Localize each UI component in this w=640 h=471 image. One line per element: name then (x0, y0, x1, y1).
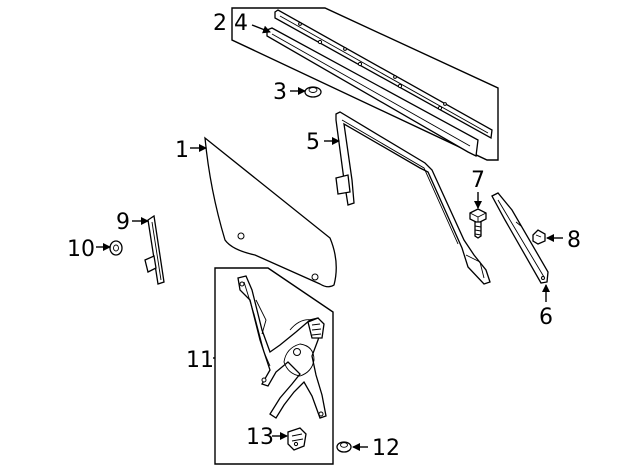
callout-5: 5 (306, 130, 320, 155)
callout-12: 12 (372, 436, 400, 461)
regulator-group-box (214, 267, 334, 465)
callout-6: 6 (539, 305, 553, 330)
clip-part-3 (304, 86, 322, 98)
window-regulator (237, 275, 327, 419)
callout-3: 3 (273, 80, 287, 105)
door-glass (204, 136, 337, 288)
leader-lines (96, 24, 563, 451)
rear-trim-strip (491, 192, 549, 284)
callout-2: 2 (213, 11, 227, 36)
clip-part-10 (109, 240, 123, 256)
callout-11: 11 (186, 348, 214, 373)
callout-9: 9 (116, 210, 130, 235)
callout-7: 7 (471, 168, 485, 193)
callout-4: 4 (234, 11, 248, 36)
callout-10: 10 (67, 237, 95, 262)
callout-1: 1 (175, 138, 189, 163)
bolt-part-7 (469, 208, 487, 239)
belt-molding-strip (266, 9, 493, 157)
belt-molding-group-box (231, 7, 499, 161)
glass-run-channel (335, 111, 491, 285)
callout-8: 8 (567, 228, 581, 253)
regulator-motor (287, 427, 307, 451)
front-trim-piece (144, 214, 165, 285)
callout-13: 13 (246, 425, 274, 450)
nut-part-12 (336, 441, 352, 453)
nut-part-8 (532, 229, 546, 245)
